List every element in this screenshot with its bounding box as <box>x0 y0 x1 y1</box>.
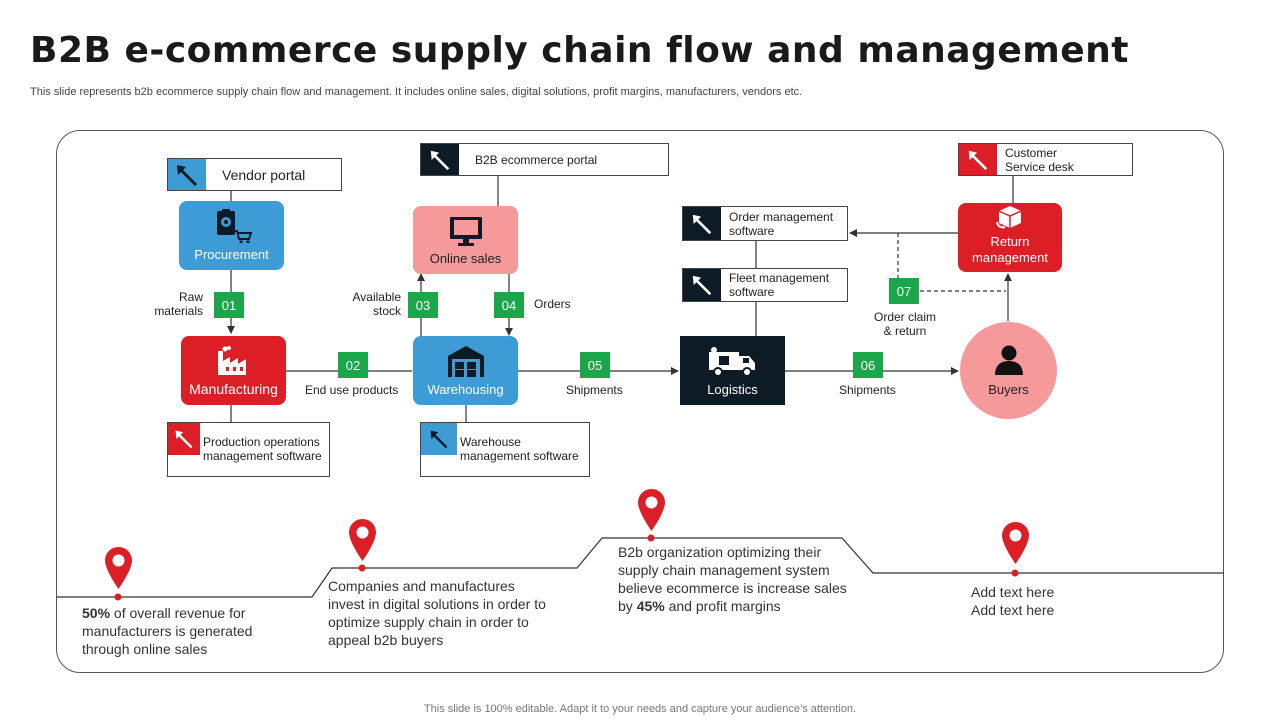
warehouse-management-line-2: management software <box>460 449 579 463</box>
warehousing-label: Warehousing <box>427 382 504 397</box>
step-label-04: Orders <box>534 297 571 311</box>
diagram-frame <box>56 130 1224 673</box>
buyers-label: Buyers <box>988 382 1029 397</box>
map-pin-icon <box>105 547 132 589</box>
monitor-icon <box>449 217 482 246</box>
online-sales-node: Online sales <box>413 206 518 274</box>
warehousing-node: Warehousing <box>413 336 518 405</box>
return-management-line-1: Return <box>990 234 1030 249</box>
warehouse-management-line-1: Warehouse <box>460 435 521 449</box>
fleet-management-line-2: software <box>729 285 775 299</box>
pointer-arrow-icon <box>168 159 206 190</box>
customer-service-line-2: Service desk <box>1005 159 1074 174</box>
step-label-01-line-2: materials <box>154 304 203 318</box>
page-title: B2B e-commerce supply chain flow and man… <box>30 30 1129 71</box>
map-pin-icon <box>638 489 665 531</box>
buyers-node: Buyers <box>960 322 1057 419</box>
fact-4-line-2: Add text here <box>971 602 1055 618</box>
procurement-node: Procurement <box>179 201 284 270</box>
step-badge-04: 04 <box>494 292 524 318</box>
step-label-07: Order claim& return <box>860 310 950 338</box>
fact-3-highlight: 45% <box>636 598 665 614</box>
fact-3-text: B2b organization optimizing their supply… <box>618 544 847 614</box>
pointer-arrow-icon <box>683 207 721 240</box>
step-label-07-line-2: & return <box>883 324 927 338</box>
step-label-05: Shipments <box>566 383 623 397</box>
production-ops-line-2: management software <box>203 449 322 463</box>
return-management-line-2: management <box>972 250 1048 265</box>
fact-3-text-end: and profit margins <box>664 598 781 614</box>
box-return-icon <box>996 206 1022 229</box>
step-label-03-line-1: Available <box>352 290 401 304</box>
map-pin-icon <box>1002 522 1029 564</box>
customer-service-line-1: Customer <box>1005 145 1058 160</box>
fact-4-line-1: Add text here <box>971 584 1055 600</box>
step-label-01-line-1: Raw <box>178 290 203 304</box>
fact-3: B2b organization optimizing their supply… <box>618 543 850 615</box>
clipboard-gear-cart-icon <box>216 209 252 243</box>
fact-1-highlight: 50% <box>82 605 111 621</box>
step-label-07-line-1: Order claim <box>873 310 936 324</box>
factory-icon <box>217 346 246 375</box>
step-badge-06: 06 <box>853 352 883 378</box>
fact-2: Companies and manufactures invest in dig… <box>328 578 546 648</box>
b2b-portal-label: B2B ecommerce portal <box>475 152 598 167</box>
step-badge-01: 01 <box>214 292 244 318</box>
step-badge-02: 02 <box>338 352 368 378</box>
order-management-line-1: Order management <box>729 209 834 224</box>
fact-1-text: of overall revenue for manufacturers is … <box>82 605 253 657</box>
page-subtitle: This slide represents b2b ecommerce supp… <box>30 86 803 98</box>
step-label-02: End use products <box>305 383 399 397</box>
step-label-06: Shipments <box>839 383 896 397</box>
b2b-portal-box: B2B ecommerce portal <box>420 143 669 176</box>
pointer-arrow-icon <box>959 144 997 175</box>
production-ops-line-1: Production operations <box>203 435 320 449</box>
manufacturing-node: Manufacturing <box>181 336 286 405</box>
logistics-node: Logistics <box>680 336 785 405</box>
step-badge-07: 07 <box>889 278 919 304</box>
footer-note: This slide is 100% editable. Adapt it to… <box>423 703 857 715</box>
step-label-03-line-2: stock <box>372 304 401 318</box>
pointer-arrow-icon <box>421 423 457 455</box>
vendor-portal-label: Vendor portal <box>222 166 306 183</box>
step-badge-03: 03 <box>408 292 438 318</box>
procurement-label: Procurement <box>194 247 269 262</box>
order-management-line-2: software <box>729 223 775 238</box>
manufacturing-label: Manufacturing <box>189 381 278 397</box>
pointer-arrow-icon <box>168 423 200 455</box>
logistics-label: Logistics <box>707 382 758 397</box>
fleet-management-line-1: Fleet management <box>729 271 830 285</box>
map-pin-icon <box>349 519 376 561</box>
pointer-arrow-icon <box>421 144 459 175</box>
delivery-truck-icon <box>708 347 755 377</box>
vendor-portal-box: Vendor portal <box>167 158 342 191</box>
step-badge-05: 05 <box>580 352 610 378</box>
person-icon <box>994 345 1023 375</box>
pointer-arrow-icon <box>683 269 721 301</box>
online-sales-label: Online sales <box>429 251 502 266</box>
fact-1: 50% of overall revenue for manufacturers… <box>82 604 292 658</box>
warehouse-icon <box>447 346 484 377</box>
